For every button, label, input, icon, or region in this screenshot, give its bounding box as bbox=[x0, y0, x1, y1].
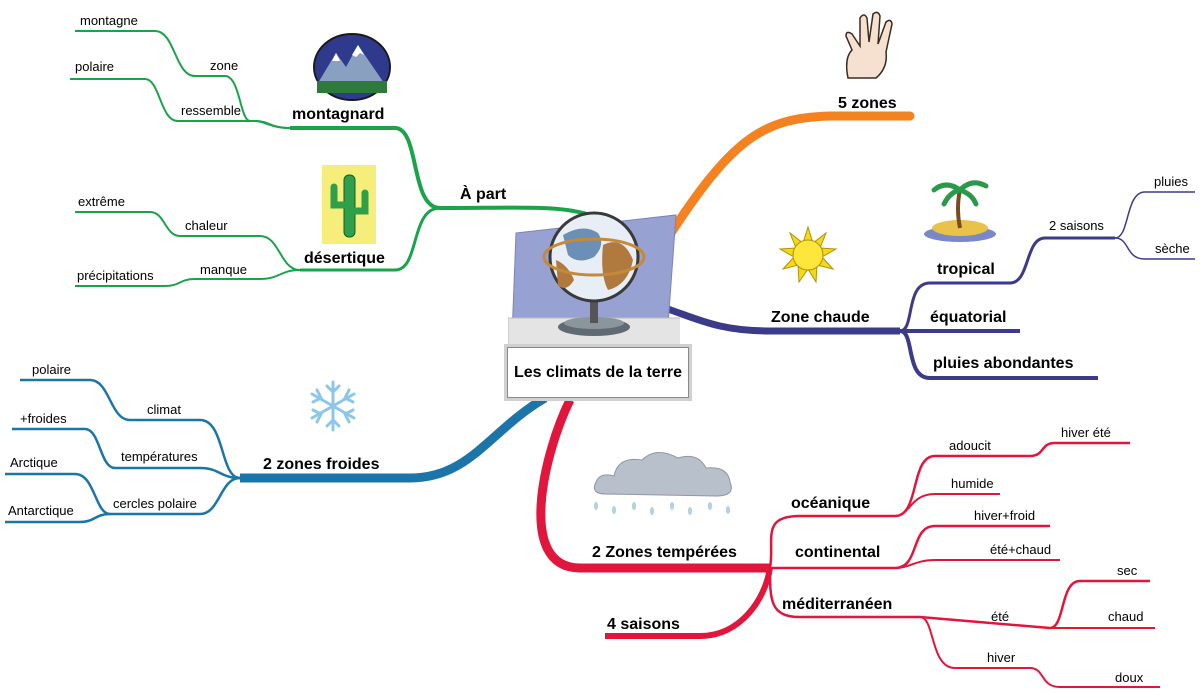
label-ressemble: ressemble bbox=[181, 103, 241, 118]
cloud-icon bbox=[586, 448, 746, 516]
label-climat: climat bbox=[147, 402, 181, 417]
label-equatorial: équatorial bbox=[930, 309, 1007, 326]
label-ete-chaud: été+chaud bbox=[990, 542, 1052, 557]
label-hiver-ete: hiver été bbox=[1061, 425, 1111, 440]
label-humide: humide bbox=[951, 476, 994, 491]
mountain-icon bbox=[312, 33, 392, 101]
label-doux: doux bbox=[1115, 670, 1144, 685]
center-title: Les climats de la terre bbox=[507, 347, 689, 398]
hand-icon bbox=[838, 8, 900, 84]
label-a-part: À part bbox=[460, 186, 507, 203]
label-montagnard: montagnard bbox=[292, 106, 385, 123]
label-extreme: extrême bbox=[78, 194, 125, 209]
label-precipitations: précipitations bbox=[77, 268, 154, 283]
label-ete: été bbox=[991, 609, 1010, 624]
branch-zone-chaude bbox=[663, 304, 900, 335]
label-cercles-polaire: cercles polaire bbox=[113, 496, 197, 511]
snowflake-icon bbox=[305, 378, 361, 434]
label-2-zones-froides: 2 zones froides bbox=[263, 456, 380, 473]
label-arctique: Arctique bbox=[10, 455, 58, 470]
label-chaleur: chaleur bbox=[185, 218, 228, 233]
label-froides: +froides bbox=[20, 411, 67, 426]
label-2-zones-temperees: 2 Zones tempérées bbox=[592, 544, 737, 561]
cactus-icon bbox=[322, 165, 376, 244]
label-zone-chaude: Zone chaude bbox=[771, 309, 870, 326]
branch-5-zones bbox=[655, 111, 915, 255]
label-chaud: chaud bbox=[1108, 609, 1144, 624]
label-manque: manque bbox=[200, 262, 247, 277]
label-4-saisons: 4 saisons bbox=[607, 616, 680, 633]
label-5-zones: 5 zones bbox=[838, 95, 897, 112]
label-tropical: tropical bbox=[937, 261, 995, 278]
sun-icon bbox=[778, 225, 838, 285]
label-montagne: montagne bbox=[80, 13, 138, 28]
label-oceanique: océanique bbox=[791, 495, 871, 512]
label-zone: zone bbox=[210, 58, 239, 73]
label-2-saisons: 2 saisons bbox=[1049, 218, 1104, 233]
label-mediterraneen: méditerranéen bbox=[782, 596, 893, 613]
branch-zones-temperees bbox=[536, 397, 770, 573]
label-desertique: désertique bbox=[304, 250, 385, 267]
globe-picture bbox=[507, 205, 689, 349]
label-seche: sèche bbox=[1155, 241, 1190, 256]
label-continental: continental bbox=[795, 544, 881, 561]
island-icon bbox=[920, 172, 996, 244]
label-hiver: hiver bbox=[987, 650, 1016, 665]
label-antarctique: Antarctique bbox=[8, 503, 74, 518]
label-polaire-blue: polaire bbox=[32, 362, 72, 377]
label-temperatures: températures bbox=[121, 449, 198, 464]
branch-zones-froides bbox=[240, 394, 548, 483]
label-pluies-abondantes: pluies abondantes bbox=[933, 355, 1074, 372]
label-sec: sec bbox=[1117, 563, 1138, 578]
label-pluies: pluies bbox=[1154, 174, 1188, 189]
label-polaire-green: polaire bbox=[75, 59, 115, 74]
label-hiver-froid: hiver+froid bbox=[974, 508, 1036, 523]
label-adoucit: adoucit bbox=[949, 438, 991, 453]
